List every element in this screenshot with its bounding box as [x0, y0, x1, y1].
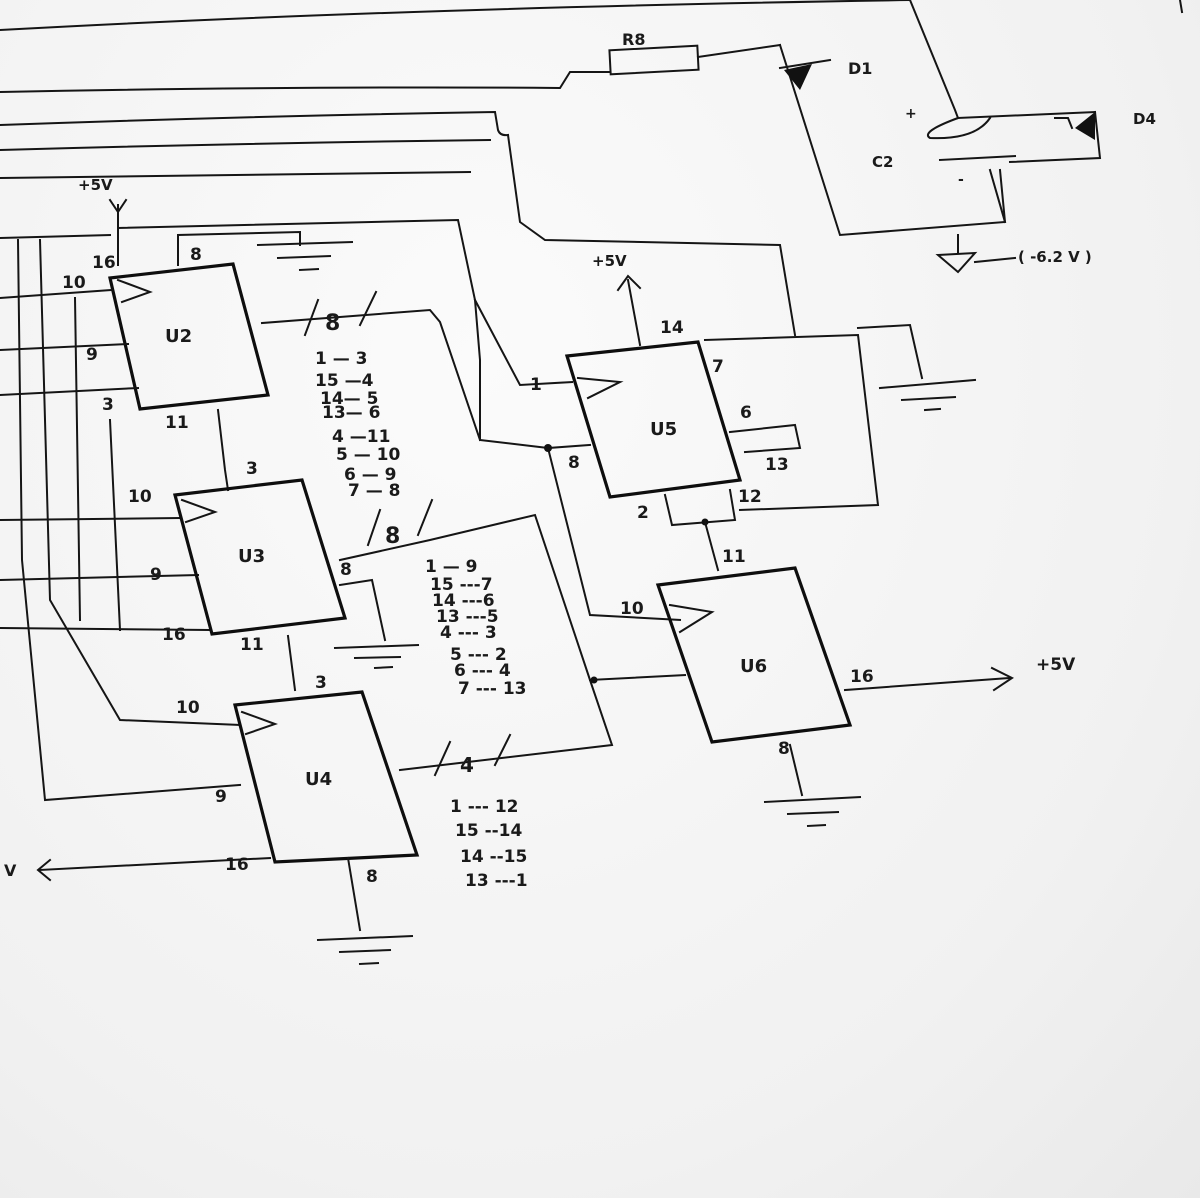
- pin-label: 13— 6: [322, 403, 380, 423]
- pin-label: +5V: [592, 252, 627, 270]
- pin-label: 5 --- 2: [450, 645, 507, 665]
- pin-label: 3: [315, 673, 327, 693]
- capacitor-c2: C2 + -: [872, 106, 1097, 224]
- mapping-2: 1 — 9 15 ---7 14 ---6 13 ---5 4 --- 3 5 …: [425, 557, 527, 699]
- chip-u3: U3 3 10 9 16 11 8: [128, 459, 614, 772]
- pin-label: 16: [225, 855, 249, 875]
- u2-label: U2: [165, 326, 192, 347]
- vcc-u2: +5V: [0, 176, 550, 450]
- pin-label: 10: [128, 487, 152, 507]
- pin-label: 14 --15: [460, 847, 527, 867]
- chip-u5: +5V U5 14 1 8 7 6 13 12 2: [473, 252, 880, 622]
- pin-label: V: [4, 861, 17, 880]
- left-rails: [0, 238, 242, 802]
- pin-label: 15 ---7: [430, 575, 493, 595]
- neg-rail: ( -6.2 V ): [935, 234, 1092, 274]
- u3-label: U3: [238, 546, 265, 567]
- zener-d4: D4: [1008, 110, 1156, 164]
- pin-label: 7 --- 13: [458, 679, 527, 699]
- c2-plus: +: [905, 106, 917, 122]
- resistor-r8: R8: [608, 30, 782, 76]
- pin-label: 16: [92, 253, 116, 273]
- pin-label: 6: [740, 403, 752, 423]
- c2-minus: -: [958, 172, 964, 188]
- pin-label: 11: [722, 547, 746, 567]
- r8-label: R8: [622, 30, 645, 49]
- pin-label: 4: [460, 753, 474, 777]
- pin-label: 8: [325, 311, 340, 336]
- pin-label: 6 — 9: [344, 465, 397, 485]
- pin-label: 10: [620, 599, 644, 619]
- pin-label: 9: [86, 345, 98, 365]
- u6-label: U6: [740, 656, 767, 677]
- pin-label: 10: [62, 273, 86, 293]
- chip-u2: U2 16 8 10 9 3 11: [0, 245, 482, 492]
- d1-label: D1: [848, 59, 872, 78]
- pin-label: 10: [176, 698, 200, 718]
- pin-label: 8: [340, 560, 352, 580]
- bus-3: 4: [433, 733, 512, 777]
- ground-u2: [177, 230, 354, 272]
- pin-label: 15 --14: [455, 821, 523, 841]
- pin-label: 8: [568, 453, 580, 473]
- pin-label: 7: [712, 357, 724, 377]
- pin-label: 8: [778, 739, 790, 759]
- pin-label: 1 --- 12: [450, 797, 519, 817]
- pin-label: 9: [150, 565, 162, 585]
- pin-label: 14— 5: [320, 389, 378, 409]
- ground-u5: [856, 323, 977, 412]
- pin-label: 14 ---6: [432, 591, 495, 611]
- mapping-1: 1 — 3 15 —4 14— 5 13— 6 4 —11 5 — 10 6 —…: [315, 349, 401, 501]
- pin-label: 1 — 9: [425, 557, 478, 577]
- pin-label: 8: [366, 867, 378, 887]
- pin-label: 6 --- 4: [454, 661, 511, 681]
- pin-label: 13 ---5: [436, 607, 499, 627]
- pin-label: 4 —11: [332, 427, 390, 447]
- pin-label: 16: [162, 625, 186, 645]
- pin-label: 3: [246, 459, 258, 479]
- pin-label: 11: [240, 635, 264, 655]
- pin-label: 2: [637, 503, 649, 523]
- diode-d1: D1: [778, 43, 1007, 237]
- chip-u4: U4 3 10 9 16 8 V: [4, 673, 420, 966]
- c2-label: C2: [872, 153, 893, 171]
- mapping-3: 1 --- 12 15 --14 14 --15 13 ---1: [450, 797, 528, 891]
- chip-u6: U6 11 10 16 8 +5V: [588, 547, 1076, 828]
- pin-label: +5V: [1036, 655, 1076, 675]
- pin-label: 4 --- 3: [440, 623, 497, 643]
- pin-label: 11: [165, 413, 189, 433]
- pin-label: 9: [215, 787, 227, 807]
- pin-label: 8: [385, 524, 400, 549]
- u4-label: U4: [305, 769, 332, 790]
- u5-label: U5: [650, 419, 677, 440]
- pin-label: 14: [660, 318, 684, 338]
- pin-label: 8: [190, 245, 202, 265]
- pin-label: 13 ---1: [465, 871, 528, 891]
- d4-label: D4: [1133, 110, 1156, 128]
- pin-label: 16: [850, 667, 874, 687]
- pin-label: 1 — 3: [315, 349, 368, 369]
- pin-label: 7 — 8: [348, 481, 401, 501]
- top-wires: [0, 0, 960, 337]
- bus-2: 8: [366, 498, 434, 549]
- edge-mark: [1178, 0, 1184, 14]
- pin-label: 3: [102, 395, 114, 415]
- neg-rail-label: ( -6.2 V ): [1018, 248, 1092, 266]
- vcc-u2-label: +5V: [78, 176, 113, 194]
- bus-1: 8: [303, 290, 378, 337]
- pin-label: 12: [738, 487, 762, 507]
- pin-label: 5 — 10: [336, 445, 400, 465]
- pin-label: 15 —4: [315, 371, 374, 391]
- pin-label: 13: [765, 455, 789, 475]
